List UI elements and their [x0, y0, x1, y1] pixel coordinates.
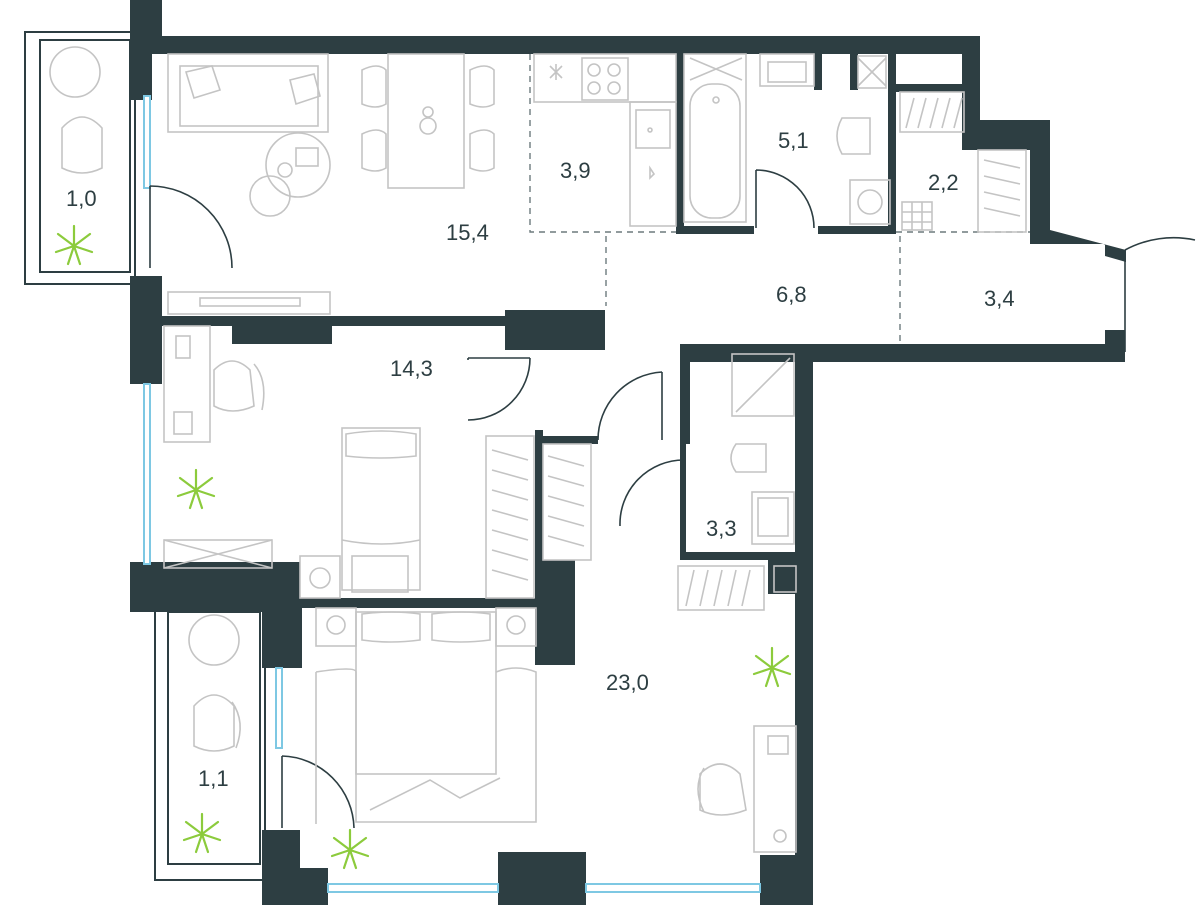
plant-icon — [182, 812, 222, 854]
plant-icon — [330, 828, 370, 870]
area-label-living-kitchen: 15,4 — [446, 220, 489, 245]
area-label-storage: 2,2 — [928, 170, 959, 195]
furniture — [49, 46, 1027, 853]
area-label-bathroom: 5,1 — [778, 128, 809, 153]
area-label-balcony-top: 1,0 — [66, 186, 97, 211]
plant-icon — [752, 646, 792, 688]
windows — [143, 95, 761, 893]
area-label-bedroom-main: 23,0 — [606, 670, 649, 695]
area-label-hallway: 6,8 — [776, 282, 807, 307]
plant-icon — [176, 468, 216, 510]
plant-icon — [54, 224, 94, 266]
area-label-kitchen: 3,9 — [560, 158, 591, 183]
area-label-balcony-bottom: 1,1 — [198, 766, 229, 791]
area-label-shower-room: 3,3 — [706, 516, 737, 541]
area-label-entrance: 3,4 — [984, 286, 1015, 311]
area-labels: 1,0 15,4 3,9 5,1 2,2 6,8 3,4 14,3 3,3 23… — [66, 128, 1015, 791]
plants — [54, 224, 792, 870]
area-label-bedroom-small: 14,3 — [390, 356, 433, 381]
doors — [149, 169, 1196, 829]
walls — [24, 0, 1126, 905]
